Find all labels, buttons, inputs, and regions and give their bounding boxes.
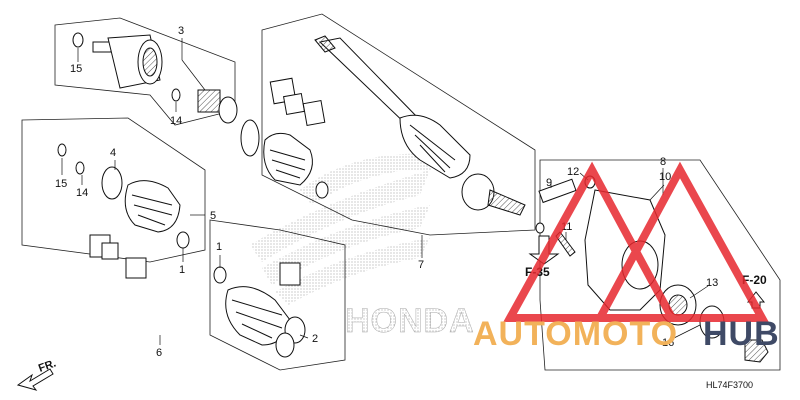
callout-3: 3 [178, 25, 184, 37]
frame-outer-joint [54, 17, 236, 126]
triangle-left-icon [503, 161, 679, 322]
callout-12: 12 [567, 166, 579, 178]
callout-5: 5 [210, 210, 216, 222]
watermark-text-a: AUTOMOTO [473, 315, 678, 353]
outer-cv-joint [72, 32, 238, 124]
callout-14-top: 14 [170, 115, 182, 127]
watermark-text-b: HUB [703, 315, 780, 353]
callout-10: 10 [659, 171, 671, 183]
callout-6: 6 [156, 347, 162, 359]
callout-14-bottom: 14 [76, 187, 88, 199]
callout-8: 8 [660, 156, 666, 168]
reference-f20-label: F-20 [742, 273, 767, 287]
frame-driveshaft [261, 13, 536, 236]
callout-9: 9 [546, 177, 552, 189]
automotohub-watermark: AUTOMOTO HUB [473, 161, 780, 353]
callout-15-top: 15 [70, 63, 82, 75]
callout-1-lower: 1 [179, 264, 185, 276]
boot-kit-6 [213, 262, 306, 358]
nut [744, 339, 769, 363]
boot-kit-5 [57, 143, 190, 279]
callout-15-bottom: 15 [55, 178, 67, 190]
honda-wing-watermark: HONDA [250, 153, 475, 340]
front-arrow: FR. [16, 357, 58, 391]
driveshaft [314, 35, 526, 216]
callout-1-upper: 1 [216, 241, 222, 253]
front-label: FR. [37, 357, 58, 374]
callout-13: 13 [706, 277, 718, 289]
frame-knuckle [539, 159, 781, 371]
snap-ring-15-top [72, 32, 84, 48]
drawing-code: HL74F3700 [706, 380, 753, 390]
callout-16: 16 [662, 337, 674, 349]
bearing-retainer [197, 89, 221, 113]
callout-11: 11 [561, 221, 572, 233]
callouts: 3 15 14 4 15 14 5 1 1 2 6 7 8 9 10 11 12… [55, 25, 718, 359]
bolt-9 [538, 178, 577, 204]
callout-2: 2 [312, 333, 318, 345]
honda-watermark-text: HONDA [345, 302, 475, 340]
frame-boot-kit-6 [209, 219, 346, 371]
leader-lines [61, 38, 709, 345]
group-frames [21, 13, 781, 371]
callout-7: 7 [418, 259, 424, 271]
frame-boot-kit-5 [21, 117, 206, 263]
upper-boot-set [240, 77, 329, 199]
snap-ring-14-top [171, 88, 181, 102]
callout-4: 4 [110, 147, 116, 159]
front-arrow-icon [16, 368, 54, 391]
triangle-right-icon [593, 161, 769, 322]
